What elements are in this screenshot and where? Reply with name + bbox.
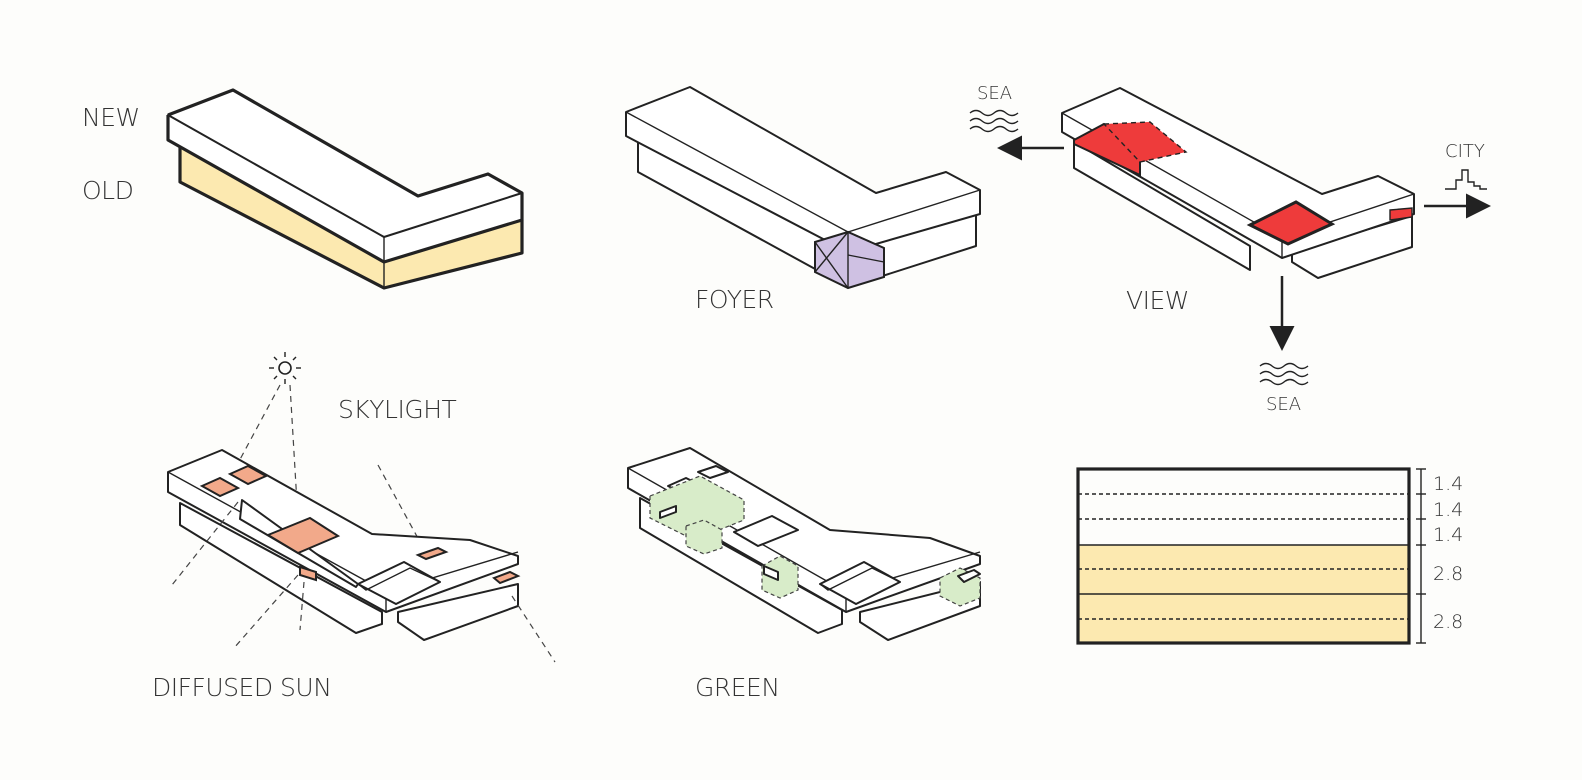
dim-2: 1.4: [1433, 499, 1463, 521]
section-height-diagram: 1.4 1.4 1.4 2.8 2.8: [1076, 467, 1463, 645]
dim-1: 1.4: [1433, 473, 1463, 495]
label-diffused-sun: DIFFUSED SUN: [152, 673, 331, 702]
wave-icon: [1259, 362, 1309, 386]
view-massing: SEA SEA CITY VIEW: [969, 83, 1491, 415]
label-old: OLD: [82, 176, 133, 205]
wave-icon: [969, 109, 1019, 133]
label-green: GREEN: [695, 673, 780, 702]
dim-5: 2.8: [1433, 611, 1463, 633]
skylight-massing: SKYLIGHT DIFFUSED SUN: [152, 352, 556, 702]
old-volume-side: [384, 220, 522, 288]
foyer-massing: FOYER: [625, 86, 981, 314]
label-skylight: SKYLIGHT: [338, 395, 457, 424]
sun-icon: [269, 352, 301, 384]
dim-3: 1.4: [1433, 524, 1463, 546]
label-sea-bottom: SEA: [1266, 394, 1301, 415]
green-massing: GREEN: [627, 447, 981, 702]
dim-4: 2.8: [1433, 563, 1463, 585]
city-skyline-icon: [1445, 169, 1487, 190]
new-old-massing: NEW OLD: [82, 88, 524, 290]
label-view: VIEW: [1126, 286, 1189, 315]
label-city: CITY: [1445, 141, 1485, 162]
label-sea-top: SEA: [977, 83, 1012, 104]
old-volume-front: [180, 147, 384, 288]
view-opening-corner: [1246, 200, 1336, 246]
label-new: NEW: [82, 103, 140, 132]
label-foyer: FOYER: [695, 285, 774, 314]
